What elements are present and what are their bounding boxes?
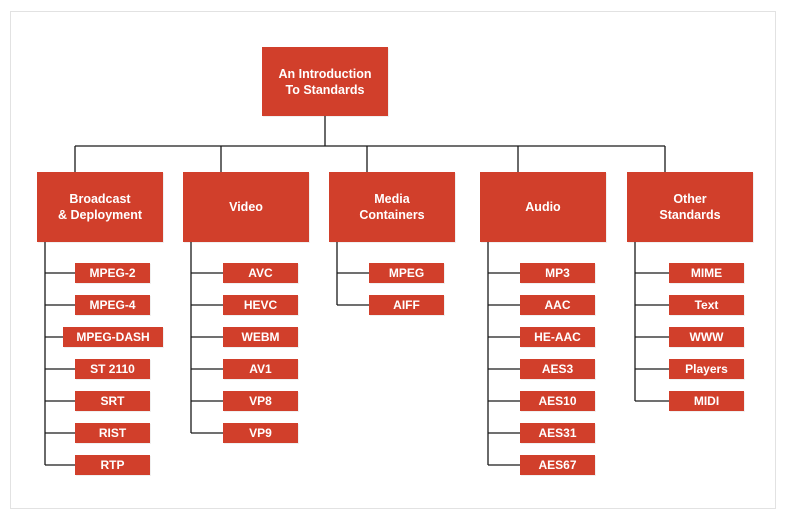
- standard-leaf: VP8: [223, 391, 298, 411]
- standard-leaf: HE-AAC: [520, 327, 595, 347]
- standard-leaf: MPEG-4: [75, 295, 150, 315]
- standard-leaf: VP9: [223, 423, 298, 443]
- standard-leaf: Players: [669, 359, 744, 379]
- category-node: Broadcast & Deployment: [37, 172, 163, 242]
- standard-leaf: AES67: [520, 455, 595, 475]
- standard-leaf: MPEG-2: [75, 263, 150, 283]
- standard-leaf: AES31: [520, 423, 595, 443]
- standard-leaf: RTP: [75, 455, 150, 475]
- standard-leaf: Text: [669, 295, 744, 315]
- category-node: Media Containers: [329, 172, 455, 242]
- standard-leaf: SRT: [75, 391, 150, 411]
- standard-leaf: WEBM: [223, 327, 298, 347]
- standard-leaf: MP3: [520, 263, 595, 283]
- standard-leaf: HEVC: [223, 295, 298, 315]
- standard-leaf: AVC: [223, 263, 298, 283]
- standard-leaf: MPEG: [369, 263, 444, 283]
- standard-leaf: MIDI: [669, 391, 744, 411]
- diagram-frame: [10, 11, 776, 509]
- standard-leaf: AAC: [520, 295, 595, 315]
- standard-leaf: AIFF: [369, 295, 444, 315]
- standard-leaf: MPEG-DASH: [63, 327, 163, 347]
- category-node: Video: [183, 172, 309, 242]
- standard-leaf: AES3: [520, 359, 595, 379]
- standard-leaf: RIST: [75, 423, 150, 443]
- category-node: Audio: [480, 172, 606, 242]
- standard-leaf: ST 2110: [75, 359, 150, 379]
- standard-leaf: AES10: [520, 391, 595, 411]
- standard-leaf: AV1: [223, 359, 298, 379]
- category-node: Other Standards: [627, 172, 753, 242]
- standard-leaf: MIME: [669, 263, 744, 283]
- standard-leaf: WWW: [669, 327, 744, 347]
- root-node: An Introduction To Standards: [262, 47, 388, 116]
